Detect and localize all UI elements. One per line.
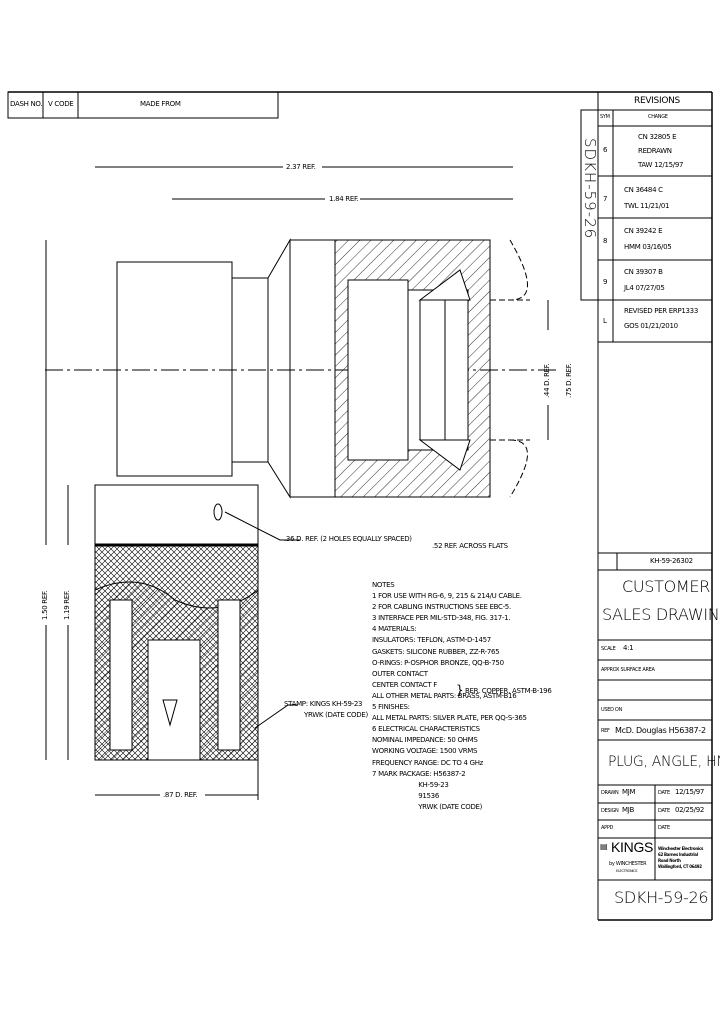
side-part-box bbox=[580, 109, 599, 301]
contact-material: BER. COPPER, ASTM-B-196 bbox=[465, 687, 552, 695]
dim-lower-dia: .87 D. REF. bbox=[163, 791, 198, 799]
notes-title: NOTES bbox=[372, 581, 395, 589]
stamp-note-1: STAMP: KINGS KH-59-23 bbox=[284, 700, 363, 708]
scale-value: 4:1 bbox=[623, 644, 634, 652]
dim-body-length: 1.84 REF. bbox=[329, 195, 359, 203]
dim-overall-height: 1.50 REF. bbox=[41, 590, 49, 620]
ref-value: McD. Douglas H56387-2 bbox=[615, 726, 706, 735]
flange bbox=[116, 261, 233, 477]
doc-type-2: SALES DRAWING bbox=[602, 605, 720, 624]
drawing-title: PLUG, ANGLE, HN bbox=[608, 754, 720, 770]
dim-flats: .52 REF. ACROSS FLATS bbox=[432, 542, 508, 550]
dim-overall-length: 2.37 REF. bbox=[286, 163, 316, 171]
lower-body bbox=[94, 484, 259, 546]
dim-lower-height: 1.19 REF. bbox=[63, 590, 71, 620]
stamp-note-2: YRWK (DATE CODE) bbox=[304, 711, 368, 719]
dim-outer-dia: .75 D. REF. bbox=[565, 363, 573, 398]
drawn-by: MJM bbox=[622, 788, 636, 796]
dimension-lines bbox=[45, 166, 549, 800]
dim-holes: .36 D. REF. (2 HOLES EQUALLY SPACED) bbox=[284, 535, 412, 543]
doc-type-1: CUSTOMER bbox=[622, 577, 711, 596]
v-code-label: V CODE bbox=[48, 100, 74, 108]
logo-mark-icon: ▤ bbox=[600, 842, 608, 851]
brace: } bbox=[456, 683, 464, 697]
revisions-col-change: CHANGE bbox=[648, 114, 668, 120]
revisions-col-sym: SYM bbox=[600, 114, 610, 120]
side-part-number: SDKH-59-26 bbox=[581, 138, 599, 240]
revisions-title: REVISIONS bbox=[634, 96, 680, 106]
drawing-ref: KH-59-26302 bbox=[650, 557, 693, 565]
drawn-date: 12/15/97 bbox=[675, 788, 705, 796]
dash-no-label: DASH NO. bbox=[10, 100, 43, 108]
part-number: SDKH-59-26 bbox=[614, 888, 709, 907]
header-block bbox=[7, 91, 279, 119]
dim-inner-dia: .44 D. REF. bbox=[543, 363, 551, 398]
design-by: MJB bbox=[622, 806, 635, 814]
design-date: 02/25/92 bbox=[675, 806, 705, 814]
made-from-label: MADE FROM bbox=[140, 100, 181, 108]
notes-block: NOTES 1 FOR USE WITH RG-6, 9, 215 & 214/… bbox=[372, 581, 527, 811]
